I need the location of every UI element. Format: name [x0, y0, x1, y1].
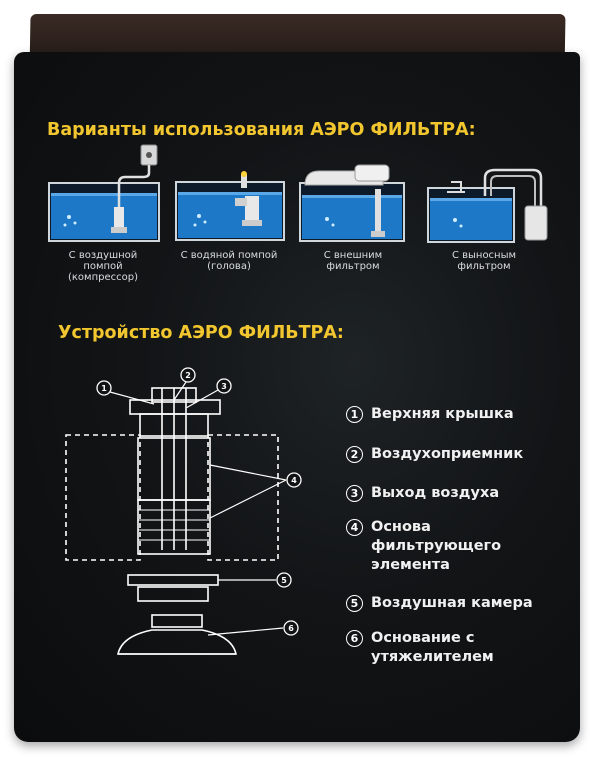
diagram-callout-4: 4 — [291, 476, 297, 485]
water-pump-aquarium-icon — [175, 171, 285, 241]
legend-item-air-outlet: 3 Выход воздуха — [346, 484, 551, 503]
usage-caption-2: С водяной помпой (голова) — [180, 250, 278, 272]
legend-number: 5 — [346, 595, 363, 612]
filter-exploded-diagram: 1 2 3 4 5 6 — [65, 367, 302, 655]
diagram-callout-6: 6 — [288, 624, 294, 633]
air-chamber — [127, 574, 219, 586]
legend-label: Верхняя крышка — [371, 406, 514, 422]
usage-caption-3: С внешним фильтром — [323, 250, 383, 272]
remote-filter-aquarium-icon — [427, 168, 548, 243]
legend-item-air-intake: 2 Воздухоприемник — [346, 445, 551, 464]
legend-label: Выход воздуха — [371, 485, 500, 501]
legend-number: 1 — [346, 406, 363, 423]
usage-variants-heading: Варианты использования АЭРО ФИЛЬТРА: — [47, 120, 476, 140]
legend-label: Основание с утяжелителем — [371, 630, 494, 665]
legend-label: Воздушная камера — [371, 595, 533, 611]
diagram-callout-2: 2 — [185, 371, 191, 380]
usage-caption-1: С воздушной помпой (компрессор) — [67, 250, 138, 283]
weighted-base — [117, 629, 237, 655]
diagram-callout-3: 3 — [221, 382, 227, 391]
diagram-callout-5: 5 — [281, 576, 287, 585]
legend-number: 4 — [346, 519, 363, 536]
legend-number: 2 — [346, 446, 363, 463]
sponge-outline-right — [207, 434, 279, 561]
legend-number: 3 — [346, 485, 363, 502]
sponge-outline-left — [65, 434, 141, 561]
legend-item-air-chamber: 5 Воздушная камера — [346, 594, 551, 613]
external-filter-aquarium-icon — [299, 164, 405, 242]
legend-item-top-cap: 1 Верхняя крышка — [346, 405, 551, 424]
legend-label: Основа фильтрующего элемента — [371, 519, 502, 573]
usage-caption-4: С выносным фильтром — [451, 250, 517, 272]
air-pump-aquarium-icon — [48, 144, 160, 242]
diagram-callout-1: 1 — [101, 384, 107, 393]
legend-item-weighted-base: 6 Основание с утяжелителем — [346, 629, 511, 667]
legend-item-filter-base: 4 Основа фильтрующего элемента — [346, 518, 521, 575]
legend-number: 6 — [346, 630, 363, 647]
device-heading: Устройство АЭРО ФИЛЬТРА: — [58, 323, 344, 343]
legend-label: Воздухоприемник — [371, 446, 524, 462]
